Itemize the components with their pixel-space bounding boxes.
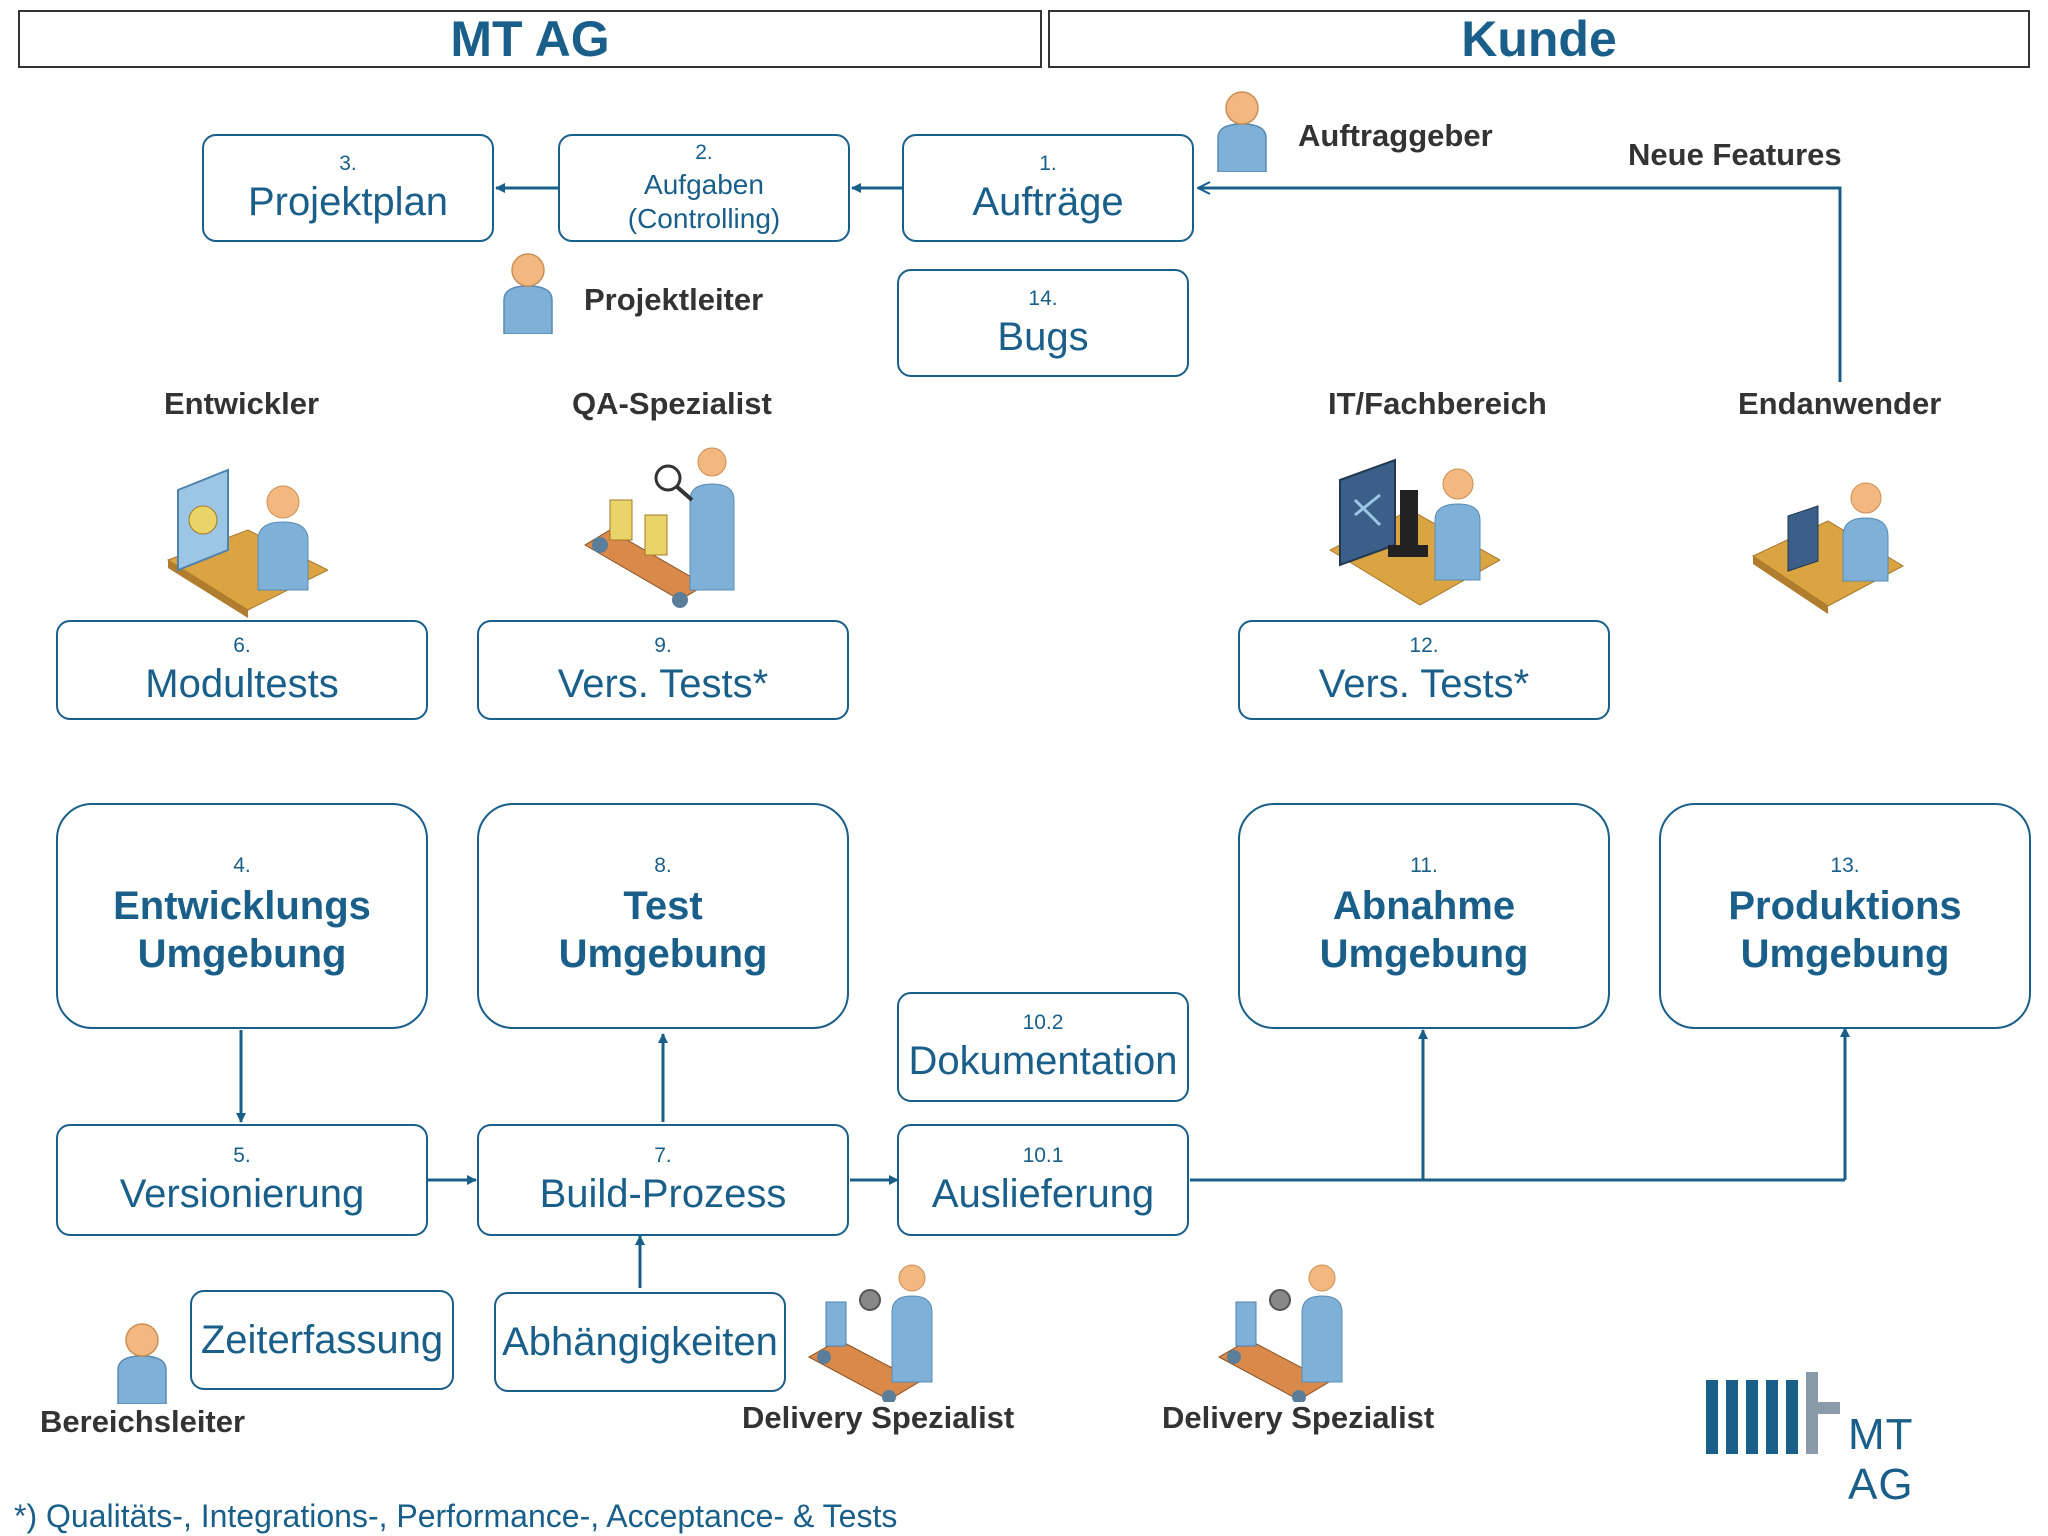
box-label: Versionierung [119,1171,365,1216]
box-label: Abhängigkeiten [502,1320,778,1364]
box-number: 3. [339,152,357,176]
lab-icon [1328,458,1500,606]
mt-logo: MT AG [1706,1372,1966,1509]
box-number: 5. [233,1144,251,1168]
footnote: *) Qualitäts-, Integrations-, Performanc… [14,1498,898,1534]
role-auftraggeber: Auftraggeber [1298,118,1493,153]
box-number: 2. [695,140,713,164]
role-projektleiter: Projektleiter [584,282,764,317]
enduser-icon [1751,482,1905,614]
box-number: 10.1 [1022,1144,1064,1168]
box-number: 14. [1028,287,1058,311]
role-bereichsleiter: Bereichsleiter [40,1404,246,1439]
box-zeiterfassung: Zeiterfassung [190,1290,454,1390]
role-it: IT/Fachbereich [1328,386,1547,421]
qa-icon [584,447,735,608]
person-icon [503,253,553,334]
box-number: 8. [654,854,672,878]
role-delivery-2: Delivery Spezialist [1162,1400,1435,1435]
delivery-icon [1217,1264,1343,1402]
box-versionierung: 5. Versionierung [56,1124,428,1236]
box-number: 6. [233,634,251,658]
box-number: 13. [1830,854,1860,878]
box-number: 11. [1410,854,1438,878]
arrow-neue-features [1198,188,1842,382]
box-bugs: 14. Bugs [897,269,1189,377]
box-vers-tests-qa: 9. Vers. Tests* [477,620,849,720]
box-label: Auslieferung [931,1171,1155,1216]
mt-logo-mark [1706,1372,1840,1454]
box-modultests: 6. Modultests [56,620,428,720]
env-line2: Umgebung [1740,931,1950,976]
box-aufgaben: 2. Aufgaben (Controlling) [558,134,850,242]
header-right-label: Kunde [1461,11,1617,67]
box-abhaengigkeiten: Abhängigkeiten [494,1292,786,1392]
box-dokumentation: 10.2 Dokumentation [897,992,1189,1102]
env-line2: Umgebung [558,931,768,976]
env-line1: Test [623,883,703,928]
box-number: 12. [1409,634,1439,658]
role-qa: QA-Spezialist [572,386,772,421]
env-line1: Entwicklungs [113,883,371,928]
logo-text: MT AG [1848,1410,1914,1509]
box-label: Projektplan [247,179,449,224]
box-number: 10.2 [1022,1011,1064,1035]
box-label: Aufträge [972,179,1124,224]
box-build-prozess: 7. Build-Prozess [477,1124,849,1236]
box-number: 7. [654,1144,672,1168]
header-mt-ag: MT AG [18,10,1042,68]
role-delivery-1: Delivery Spezialist [742,1400,1015,1435]
env-line1: Abnahme [1332,883,1516,928]
box-label: Vers. Tests* [557,661,769,706]
env-line2: Umgebung [137,931,347,976]
box-label-line1: Aufgaben [644,168,764,200]
box-vers-tests-kunde: 12. Vers. Tests* [1238,620,1610,720]
box-projektplan: 3. Projektplan [202,134,494,242]
role-entwickler: Entwickler [164,386,320,421]
env-line1: Produktions [1728,883,1962,928]
person-icon [1217,91,1267,172]
box-number: 4. [233,854,251,878]
box-label: Build-Prozess [539,1171,787,1216]
box-number: 9. [654,634,672,658]
box-auslieferung: 10.1 Auslieferung [897,1124,1189,1236]
box-label: Bugs [997,314,1089,359]
header-kunde: Kunde [1048,10,2030,68]
person-icon [117,1323,167,1404]
box-number: 1. [1039,152,1057,176]
box-label: Dokumentation [908,1038,1178,1083]
developer-icon [166,468,328,618]
box-label: Vers. Tests* [1318,661,1530,706]
box-auftraege: 1. Aufträge [902,134,1194,242]
box-label-line2: (Controlling) [627,202,781,234]
env-line2: Umgebung [1319,931,1529,976]
box-label: Zeiterfassung [200,1318,444,1362]
box-label: Modultests [145,661,339,706]
label-neue-features: Neue Features [1628,137,1842,172]
header-left-label: MT AG [450,11,610,67]
role-endanwender: Endanwender [1738,386,1942,421]
delivery-icon [807,1264,933,1402]
